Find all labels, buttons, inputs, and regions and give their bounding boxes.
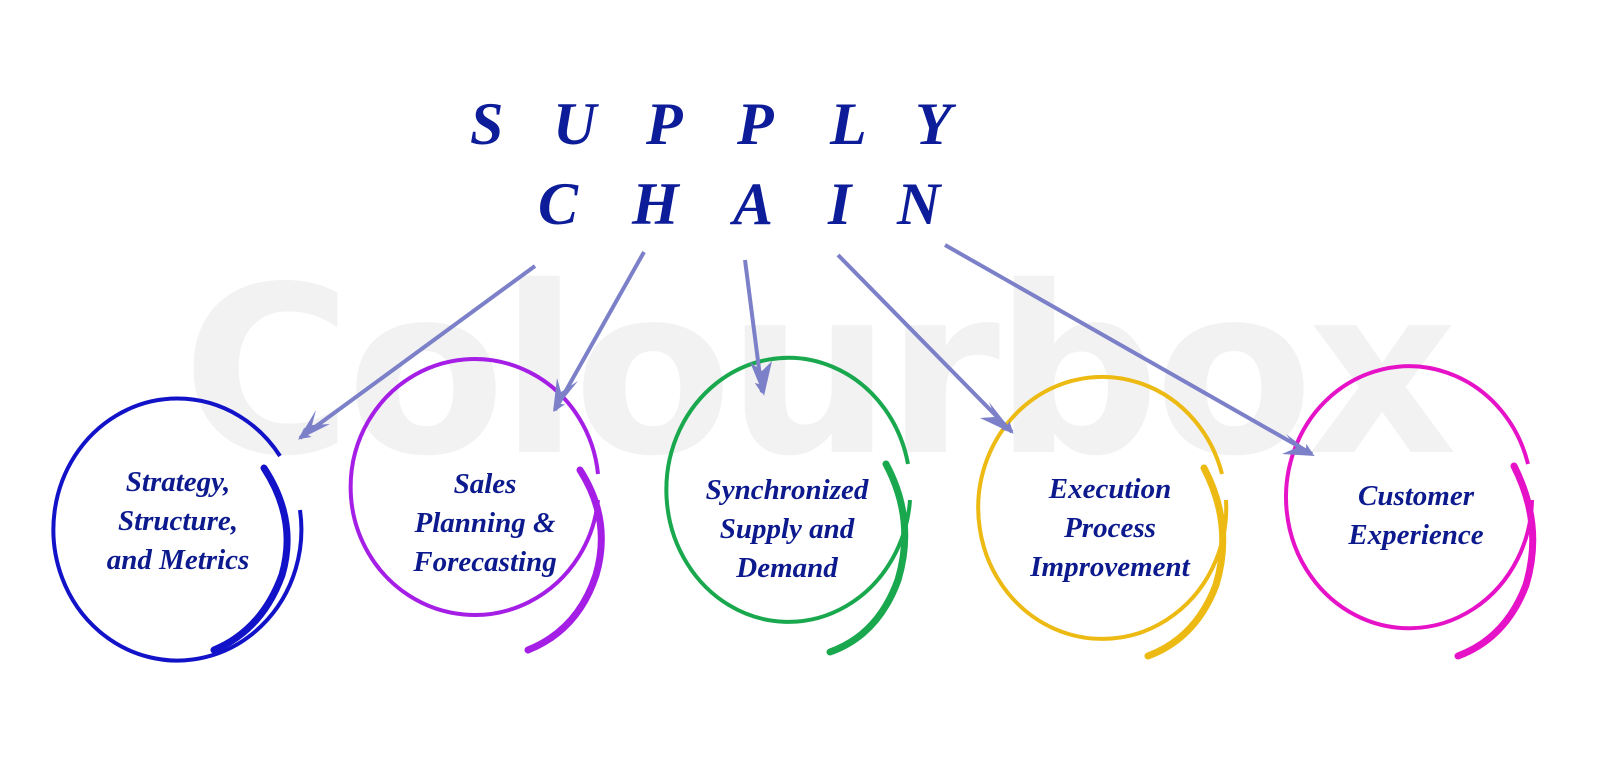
node-label-line: Planning &	[414, 507, 556, 539]
arrow-to-strategy	[298, 264, 537, 440]
arrowhead-icon	[553, 378, 578, 412]
node-label-sales: Sales Planning & Forecasting	[365, 465, 605, 582]
circle-sales	[348, 357, 605, 654]
title-letter: S	[470, 91, 504, 157]
title-letter: H	[632, 171, 679, 237]
node-label-line: Customer	[1357, 480, 1475, 512]
circle-customer	[1284, 364, 1537, 660]
circle-synchronized	[664, 355, 912, 656]
node-label-line: Execution	[1048, 473, 1172, 505]
title-letter: N	[897, 171, 941, 237]
node-label-line: Forecasting	[413, 546, 557, 578]
node-label-line: Supply and	[719, 513, 855, 545]
node-label-line: Structure,	[117, 505, 239, 537]
title-line-chain: C H A I N	[0, 174, 1600, 234]
title-letter: U	[553, 91, 597, 157]
arrowheads	[298, 361, 1315, 456]
title-letter: A	[733, 171, 774, 237]
arrow-to-execution	[836, 253, 1014, 434]
arrow-to-sales	[553, 251, 646, 412]
watermark: Colourbox	[182, 237, 1457, 507]
node-label-line: Improvement	[1030, 551, 1190, 583]
arrowhead-icon	[750, 361, 772, 396]
node-label-strategy: Strategy, Structure, and Metrics	[58, 463, 298, 580]
node-label-line: Strategy,	[125, 466, 231, 498]
node-label-execution: Execution Process Improvement	[990, 470, 1230, 587]
node-label-line: Experience	[1348, 519, 1484, 551]
arrow-to-customer	[944, 243, 1314, 456]
node-label-synchronized: Synchronized Supply and Demand	[667, 471, 907, 588]
title-letter: I	[828, 171, 852, 237]
node-label-line: Demand	[736, 552, 838, 584]
title-letter: P	[646, 91, 683, 157]
arrows	[298, 243, 1314, 456]
arrowhead-icon	[1282, 434, 1315, 456]
node-label-line: Sales	[453, 468, 517, 500]
title-line-supply: S U P P L Y	[0, 94, 1600, 154]
title-letter: L	[830, 91, 867, 157]
arrowhead-icon	[980, 402, 1014, 434]
title-letter: Y	[915, 91, 952, 157]
title-letter: C	[538, 171, 579, 237]
node-label-line: and Metrics	[106, 544, 250, 576]
title-letter: P	[737, 91, 774, 157]
node-label-line: Synchronized	[705, 474, 869, 506]
circle-execution	[976, 374, 1229, 660]
node-label-customer: Customer Experience	[1296, 477, 1536, 555]
circle-strategy	[51, 396, 304, 663]
node-label-line: Process	[1064, 512, 1156, 544]
arrowhead-icon	[298, 410, 330, 440]
